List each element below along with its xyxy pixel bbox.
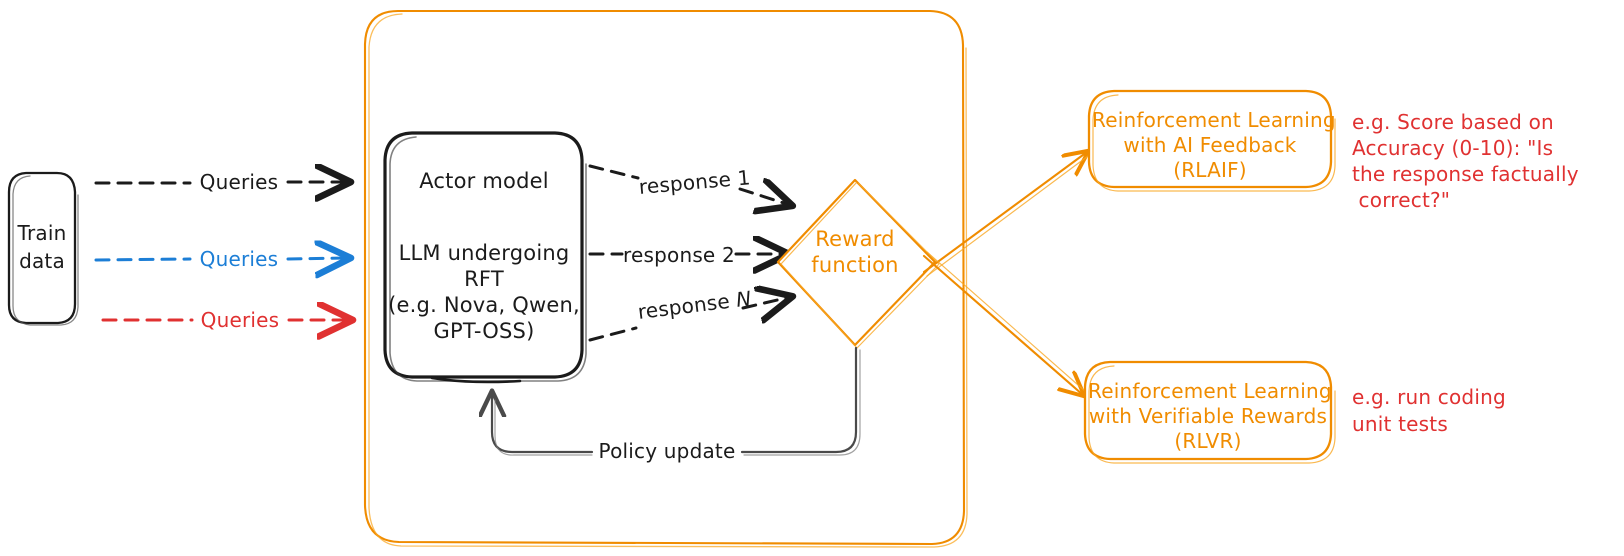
response-1-arrow <box>588 164 790 205</box>
queries-label-blue: Queries <box>199 247 279 271</box>
train-data-label-line1: Train <box>17 221 67 245</box>
rlaif-example-line2: Accuracy (0-10): "Is <box>1352 136 1554 160</box>
train-data-label-line2: data <box>19 249 65 273</box>
reward-to-rlvr-arrow <box>922 251 1087 395</box>
actor-model-title: Actor model <box>419 169 549 193</box>
policy-update-label: Policy update <box>598 439 736 463</box>
rlaif-node-outline <box>1087 89 1336 192</box>
actor-model-body-line2: RFT <box>464 267 504 291</box>
rlvr-example-line2: unit tests <box>1352 412 1448 436</box>
rlvr-node-outline <box>1083 360 1336 464</box>
rlaif-example-line1: e.g. Score based on <box>1352 110 1554 134</box>
rlaif-label-line1: Reinforcement Learning <box>1092 108 1336 132</box>
policy-update-loop <box>492 346 861 456</box>
response-2-label: response 2 <box>623 243 735 267</box>
rlaif-example-line3: the response factually <box>1352 162 1579 186</box>
rlvr-label-line1: Reinforcement Learning <box>1088 379 1332 403</box>
reward-to-rlaif-arrow <box>922 152 1088 277</box>
queries-arrow-blue <box>94 258 348 260</box>
rlaif-label-line2: with AI Feedback <box>1123 133 1297 157</box>
response-n-symbol: N <box>734 286 753 312</box>
queries-label-black: Queries <box>199 170 279 194</box>
response-n-arrow <box>588 297 790 342</box>
queries-arrow-black <box>94 182 348 183</box>
actor-model-body-line1: LLM undergoing <box>398 241 570 265</box>
actor-model-node-outline <box>383 131 587 384</box>
rlaif-example-line4: correct?" <box>1352 188 1451 212</box>
rlaif-label-line3: (RLAIF) <box>1173 158 1247 182</box>
rft-container-outline <box>363 9 968 548</box>
rlvr-label-line3: (RLVR) <box>1174 429 1242 453</box>
reward-function-label-line1: Reward <box>815 227 895 251</box>
reward-function-label-line2: function <box>811 253 899 277</box>
rlvr-example-line1: e.g. run coding <box>1352 385 1506 409</box>
actor-model-body-line3: (e.g. Nova, Qwen, <box>388 293 580 317</box>
rlvr-label-line2: with Verifiable Rewards <box>1088 404 1328 428</box>
queries-label-red: Queries <box>200 308 280 332</box>
actor-model-body-line4: GPT-OSS) <box>433 319 535 343</box>
train-data-node-outline <box>7 171 79 326</box>
